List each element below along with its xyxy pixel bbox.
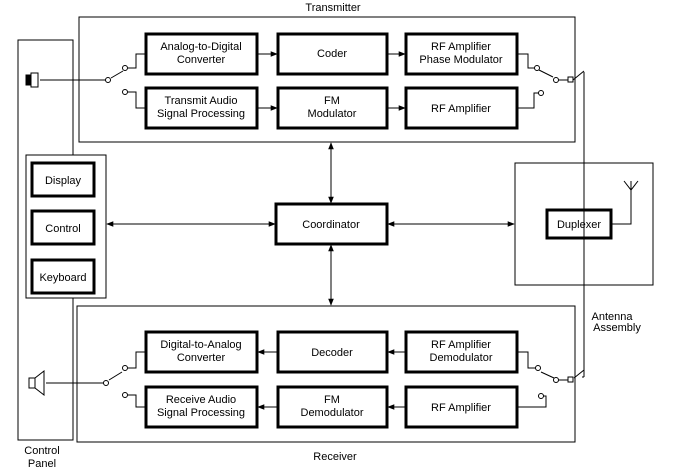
rx-audio-label-1: Receive Audio xyxy=(166,394,236,406)
fm-mod-label-2: Modulator xyxy=(308,108,357,120)
rx-audio-label-2: Signal Processing xyxy=(157,407,245,419)
rx-in-switch-upper-lead xyxy=(518,351,536,369)
rf-amp-demod-label-2: Demodulator xyxy=(430,352,493,364)
tx-in-switch-upper-lead xyxy=(128,53,146,69)
rf-amp-phase-mod-label-2: Phase Modulator xyxy=(419,54,502,66)
rf-amp-rx-block xyxy=(404,385,519,429)
rx-in-switch-upper-contact xyxy=(535,365,541,371)
decoder-block xyxy=(276,330,389,374)
dac-label-1: Digital-to-Analog xyxy=(160,339,241,351)
antenna-assembly-label-2: Assembly xyxy=(593,322,641,334)
receiver-label: Receiver xyxy=(313,451,357,463)
display-label: Display xyxy=(45,175,82,187)
rf-amp-tx-label: RF Amplifier xyxy=(431,103,491,115)
tx-out-switch-upper-contact xyxy=(534,65,540,71)
control-label: Control xyxy=(45,223,80,235)
rf-amp-rx-label: RF Amplifier xyxy=(431,402,491,414)
dac-block xyxy=(144,330,259,374)
coordinator-label: Coordinator xyxy=(302,219,360,231)
rx-in-switch-lower-contact xyxy=(538,393,544,399)
keyboard-block xyxy=(30,258,96,295)
rx-in-diag xyxy=(573,369,585,379)
fm-mod-block xyxy=(276,86,389,130)
coder-block xyxy=(276,32,389,76)
rx-audio-block xyxy=(144,385,259,429)
transmitter-label: Transmitter xyxy=(305,2,361,14)
fm-mod-label-1: FM xyxy=(324,95,340,107)
duplexer-antenna-feed xyxy=(611,186,632,225)
rf-amp-phase-mod-block xyxy=(404,32,519,76)
tx-in-switch-upper-contact xyxy=(122,65,128,71)
antenna-assembly-label-1: Antenna xyxy=(592,311,634,323)
fm-demod-block xyxy=(276,385,389,429)
fm-demod-label-1: FM xyxy=(324,394,340,406)
tx-duplexer-junction xyxy=(567,76,574,83)
rx-out-switch-lower-contact xyxy=(122,392,128,398)
rx-out-switch-blade xyxy=(108,371,123,381)
control-panel-label-2: Panel xyxy=(28,458,56,470)
rx-out-switch-upper-lead xyxy=(128,351,146,369)
dac-label-2: Converter xyxy=(177,352,226,364)
duplexer-label: Duplexer xyxy=(557,219,601,231)
tx-out-switch-common xyxy=(553,77,559,83)
microphone-icon xyxy=(25,72,39,88)
tx-audio-label-1: Transmit Audio xyxy=(165,95,238,107)
rf-amp-demod-label-1: RF Amplifier xyxy=(431,339,491,351)
control-block xyxy=(30,209,96,246)
rf-amp-demod-block xyxy=(404,330,519,374)
tx-in-switch-common xyxy=(105,77,111,83)
tx-out-switch-upper-lead xyxy=(517,53,534,69)
tx-audio-block xyxy=(144,86,259,130)
tx-to-duplexer-diag xyxy=(572,70,585,81)
rx-out-switch-lower-lead xyxy=(128,394,146,408)
display-block xyxy=(30,161,96,198)
receiver-section xyxy=(76,305,576,443)
rx-in-switch-blade xyxy=(540,371,555,379)
rf-amp-phase-mod-label-1: RF Amplifier xyxy=(431,41,491,53)
speaker-icon xyxy=(28,369,45,397)
tx-out-switch-lower-contact xyxy=(538,90,544,96)
rx-duplexer-junction xyxy=(567,376,574,383)
adc-label-2: Converter xyxy=(177,54,226,66)
tx-audio-label-2: Signal Processing xyxy=(157,108,245,120)
rx-out-switch-upper-contact xyxy=(122,365,128,371)
keyboard-label: Keyboard xyxy=(39,272,86,284)
tx-out-switch-lower-lead xyxy=(517,92,539,109)
tx-in-switch-lower-lead xyxy=(128,91,146,109)
rx-out-switch-common xyxy=(103,380,109,386)
coordinator-block xyxy=(274,202,389,246)
control-panel-label-1: Control xyxy=(24,445,59,457)
rx-in-switch-common xyxy=(553,377,559,383)
adc-label-1: Analog-to-Digital xyxy=(160,41,241,53)
coder-label: Coder xyxy=(317,48,347,60)
tx-in-switch-lower-contact xyxy=(122,89,128,95)
fm-demod-label-2: Demodulator xyxy=(301,407,364,419)
decoder-label: Decoder xyxy=(311,347,353,359)
tx-out-switch-blade xyxy=(538,69,554,78)
antenna-icon xyxy=(623,180,639,191)
tx-in-switch-blade xyxy=(110,70,124,79)
